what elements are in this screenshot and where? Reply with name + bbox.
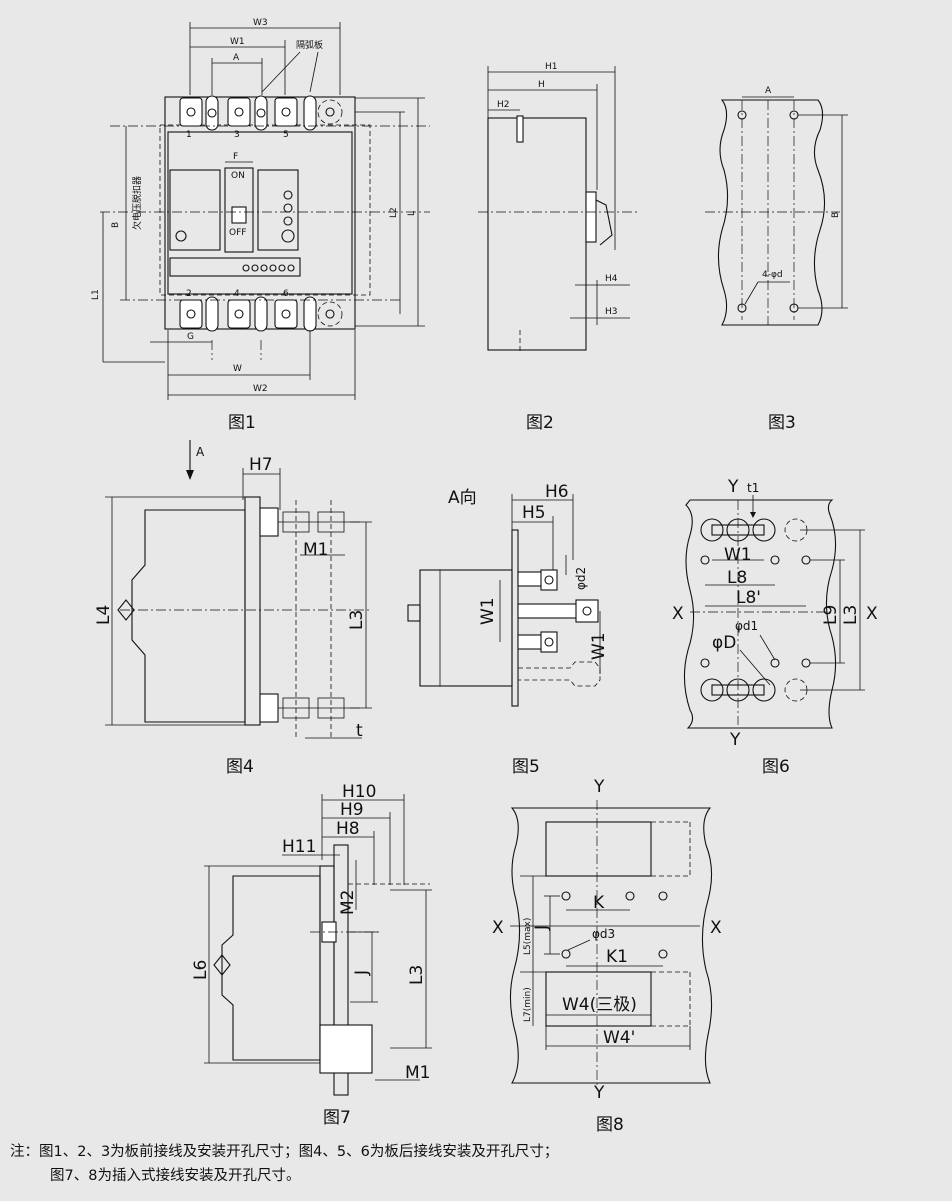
figure-1-caption: 图1 [228,413,256,433]
dim-l8: L8 [727,568,747,588]
undervoltage-label: 欠电压脱扣器 [131,176,143,230]
dim-j: J [352,970,372,976]
terminal-2-label: 2 [186,289,192,299]
dim-m1: M1 [303,540,328,560]
terminal-5-label: 5 [283,130,289,140]
dim-d: φD [712,633,736,653]
dim-l5-max: L5(max) [523,918,533,955]
terminal-1-label: 1 [186,130,192,140]
dim-h1: H1 [545,62,558,72]
dim-h: H [538,80,545,90]
dim-l8-prime: L8' [736,588,761,608]
dim-w1-a: W1 [478,597,498,625]
dim-a: A [233,53,240,63]
hole-spec: 4-φd [762,270,783,280]
dim-k1: K1 [606,947,628,967]
dim-l9: L9 [821,605,841,625]
dim-m1: M1 [405,1063,430,1083]
figure-6-rear-cutout: Y t1 X X W1 L8 L8' L9 L [672,477,878,777]
axis-y-top: Y [727,477,739,497]
figure-8-plug-in-cutout: Y X X K J φd3 K1 L5(max) L7(min) [492,777,722,1135]
axis-x-right: X [710,918,722,938]
figure-7-caption: 图7 [323,1108,351,1128]
dim-l2: L2 [389,207,399,218]
dim-l: L [407,211,417,216]
dim-m2: M2 [338,890,358,915]
axis-y-top: Y [593,777,605,797]
dim-h6: H6 [545,482,569,502]
barrier-label: 隔弧板 [296,39,323,51]
figure-2-side-view: H1 H H2 H4 H3 图2 [478,62,640,433]
dim-h10: H10 [342,782,376,802]
dim-w2: W2 [253,384,268,394]
dim-w4: W4(三极) [562,995,637,1015]
dim-w4-prime: W4' [603,1028,635,1048]
dim-w3: W3 [253,18,268,28]
dim-h4: H4 [605,274,618,284]
axis-x-left: X [492,918,504,938]
dim-d3: φd3 [592,927,615,941]
dim-l3: L3 [407,965,427,985]
dim-h3: H3 [605,307,618,317]
dim-h2: H2 [497,100,510,110]
figure-3-caption: 图3 [768,413,796,433]
off-label: OFF [229,228,246,238]
view-a-label: A [196,445,205,459]
dim-l3: L3 [841,605,861,625]
figure-6-caption: 图6 [762,757,790,777]
terminal-3-label: 3 [234,130,240,140]
on-label: ON [231,171,245,181]
dim-t1: t1 [747,481,759,495]
dim-h11: H11 [282,837,316,857]
axis-x-right: X [866,604,878,624]
dim-l3: L3 [347,610,367,630]
figure-4-caption: 图4 [226,757,254,777]
dim-t: t [356,721,363,741]
dim-w1: W1 [724,545,752,565]
dim-b: B [831,212,841,218]
dim-w1-b: W1 [589,632,609,660]
dim-w: W [233,364,242,374]
dim-k: K [593,893,605,913]
dim-h7: H7 [249,455,273,475]
dim-l6: L6 [191,960,211,980]
dim-d1: φd1 [735,619,758,633]
dim-b: B [111,222,121,228]
axis-y-bottom: Y [593,1083,605,1103]
dim-f: F [233,152,238,162]
figure-2-caption: 图2 [526,413,554,433]
note-line-2: 图7、8为插入式接线安装及开孔尺寸。 [50,1168,301,1184]
dim-g: G [187,332,194,342]
view-a-direction: A向 [448,488,477,508]
dim-h5: H5 [522,503,546,523]
figure-5-view-a: A向 H6 H5 W1 W1 φd2 图5 [407,482,609,777]
axis-x-left: X [672,604,684,624]
dim-j: J [532,925,552,931]
figure-7-plug-in-side: H10 H9 H8 H11 L6 M2 J L3 M1 图7 [191,782,432,1128]
dim-d2: φd2 [574,567,588,590]
note-line-1: 注：图1、2、3为板前接线及安装开孔尺寸；图4、5、6为板后接线安装及开孔尺寸； [10,1144,559,1160]
dim-l1: L1 [91,289,101,300]
dim-h9: H9 [340,800,364,820]
dim-l4: L4 [94,605,114,625]
figure-8-caption: 图8 [596,1115,624,1135]
figure-1-front-view: W3 W1 A 隔弧板 1 3 5 ON O [91,18,430,433]
figure-4-rear-connection: A H7 L4 L3 M1 t [94,440,372,777]
axis-y-bottom: Y [729,730,741,750]
dim-h8: H8 [336,819,360,839]
dim-w1: W1 [230,37,245,47]
terminal-6-label: 6 [283,289,289,299]
figure-3-mounting-holes: A B 4-φd 图3 [705,86,848,433]
figure-5-caption: 图5 [512,757,540,777]
dim-a: A [765,86,772,96]
terminal-4-label: 4 [234,289,240,299]
dim-l7-min: L7(min) [523,987,533,1022]
